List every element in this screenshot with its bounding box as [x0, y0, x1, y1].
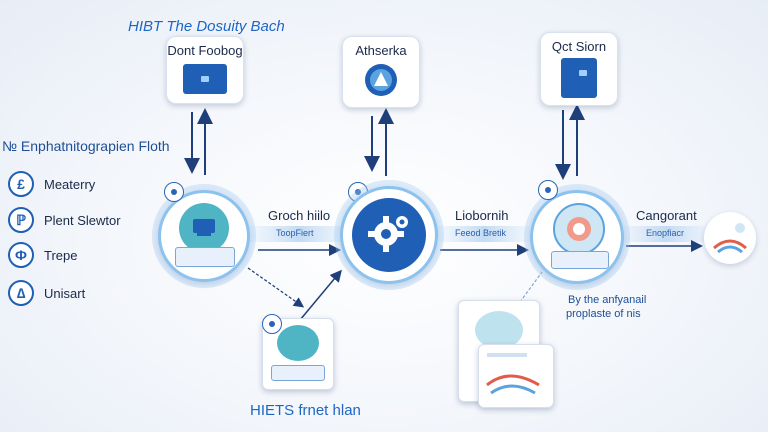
- flow-sub-1: ToopFiert: [276, 228, 314, 238]
- node-image: [553, 203, 605, 255]
- node-hub: [340, 186, 438, 284]
- arrow-diag-note: [519, 271, 543, 303]
- legend-label: Meaterry: [44, 176, 96, 192]
- badge-icon: [262, 314, 282, 334]
- node-screen: [271, 365, 325, 381]
- device-icon: [193, 219, 215, 236]
- card-middle: Athserka: [342, 36, 420, 108]
- triangle-icon: ∆: [8, 280, 34, 306]
- output-node: [704, 212, 756, 264]
- legend-item-2: ℙ Plent Slewtor: [8, 206, 121, 234]
- note-line-2: proplaste of nis: [566, 308, 641, 320]
- globe-icon: Ф: [8, 242, 34, 268]
- glow-band-2: [438, 226, 530, 242]
- legend-title: № Enphatnitograpien Floth: [2, 138, 170, 154]
- legend-item-3: Ф Trepe: [8, 241, 77, 269]
- gear-icon: [368, 216, 408, 252]
- arrow-diag-up: [299, 269, 342, 321]
- glow-band-1: [250, 226, 350, 242]
- node-image: [277, 325, 319, 361]
- badge-icon: [538, 180, 558, 200]
- node-screen: [175, 247, 235, 267]
- arrow-diag-down: [247, 267, 305, 308]
- card-right: Qct Siorn: [540, 32, 618, 106]
- chart-icon: [713, 223, 747, 254]
- legend-item-1: £ Meaterry: [8, 170, 95, 198]
- note-line-1: By the anfyanail: [568, 294, 647, 306]
- card-label: Athserka: [355, 43, 407, 58]
- p-icon: ℙ: [8, 207, 34, 233]
- tablet-icon: [183, 64, 227, 94]
- legend-label: Trepe: [44, 247, 78, 263]
- legend-label: Plent Slewtor: [44, 212, 121, 228]
- node-screen: [551, 251, 609, 269]
- target-icon: [567, 217, 591, 241]
- card-left: Dont Foobog: [166, 36, 244, 104]
- flow-label-3: Cangorant: [636, 208, 697, 223]
- legend-item-4: ∆ Unisart: [8, 279, 85, 307]
- warning-icon: [365, 64, 397, 96]
- pound-icon: £: [8, 171, 34, 197]
- flow-label-2: Liobornih: [455, 208, 509, 223]
- flow-label-1: Groch hiilo: [268, 208, 331, 223]
- legend-label: Unisart: [44, 285, 86, 301]
- node-core: [352, 198, 426, 272]
- node-target: [530, 190, 624, 284]
- wave-chart-icon: [486, 353, 540, 395]
- node-image: [179, 203, 229, 253]
- flow-sub-3: Enopfiacr: [646, 228, 685, 238]
- phone-icon: [561, 58, 597, 98]
- node-source: [158, 190, 250, 282]
- badge-icon: [164, 182, 184, 202]
- diagram-title: HIBT The Dosuity Bach: [128, 18, 285, 35]
- document-front: [478, 344, 554, 408]
- bottom-caption: HIETS frnet hlan: [250, 402, 361, 419]
- card-label: Qct Siorn: [551, 39, 607, 54]
- glow-band-3: [624, 226, 708, 242]
- card-label: Dont Foobog: [167, 43, 243, 58]
- flow-sub-2: Feeod Bretik: [455, 228, 507, 238]
